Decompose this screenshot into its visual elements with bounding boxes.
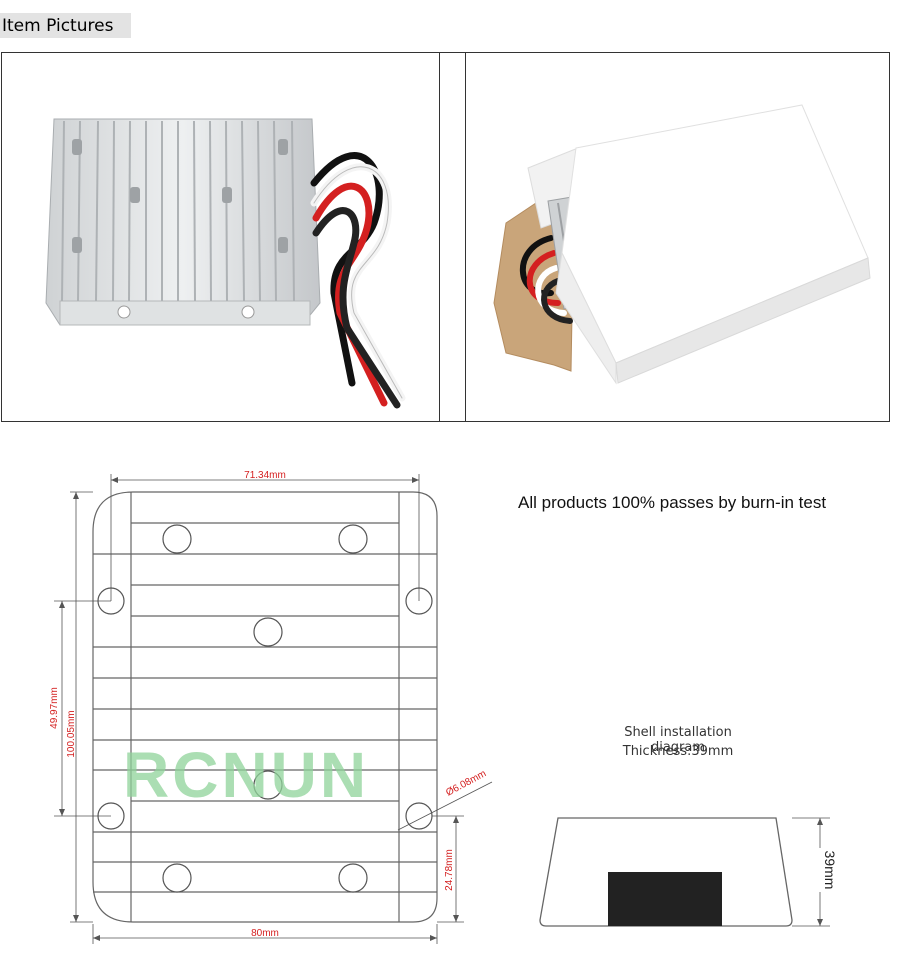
converter-photo	[2, 53, 439, 421]
watermark-text: RCNUN	[123, 739, 369, 811]
photo-table	[1, 52, 890, 422]
shell-height-label: 39mm	[822, 851, 838, 890]
dimension-drawing: RCNUN 71.34mm 80mm 100.05mm 49.97mm	[49, 470, 493, 944]
cell-divider-2	[465, 53, 466, 421]
boxed-product-photo	[466, 53, 889, 421]
dim-hole-offset: 24.78mm	[444, 849, 455, 891]
section-title: Item Pictures	[0, 13, 131, 38]
dim-width-bottom: 80mm	[251, 928, 279, 939]
shell-diagram-title: Shell installation diagram	[624, 725, 732, 755]
dim-hole-diameter: Ø6.08mm	[444, 768, 488, 798]
burn-in-note: All products 100% passes by burn-in test	[518, 493, 827, 512]
dim-height-inner: 49.97mm	[49, 687, 60, 729]
dim-width-top: 71.34mm	[244, 470, 286, 481]
shell-side-diagram: 39mm	[539, 817, 838, 927]
dim-height-outer: 100.05mm	[66, 710, 77, 757]
cell-divider-1	[439, 53, 440, 421]
shell-thickness: Thickness:39mm	[622, 744, 734, 759]
